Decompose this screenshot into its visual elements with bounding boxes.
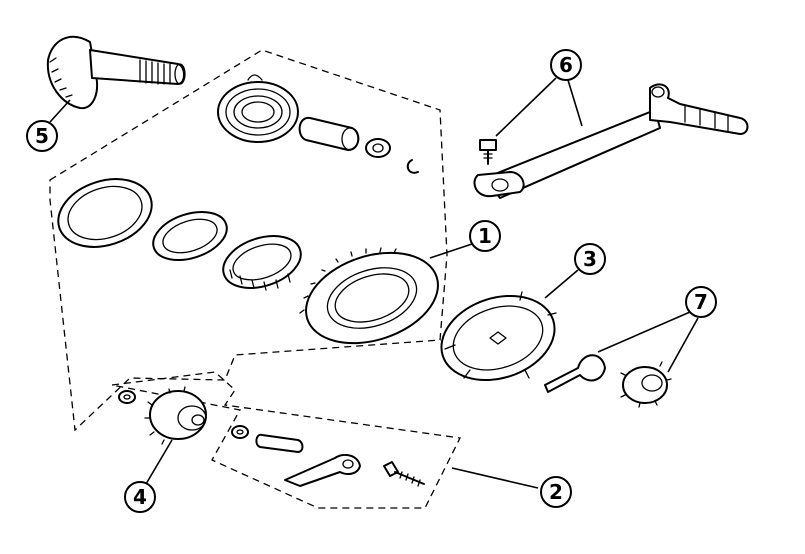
callout-5: 5 bbox=[26, 120, 58, 152]
needle-bearing bbox=[222, 235, 302, 291]
leader-3 bbox=[544, 269, 579, 299]
callout-4-label: 4 bbox=[133, 485, 147, 509]
leader-7b bbox=[667, 317, 699, 373]
spring-clip bbox=[544, 354, 606, 393]
driven-gear bbox=[299, 247, 439, 345]
callout-2: 2 bbox=[540, 476, 572, 508]
ratchet-wheel bbox=[440, 291, 557, 382]
leader-6a bbox=[495, 77, 557, 137]
kick-lever bbox=[473, 83, 749, 199]
coil-spring bbox=[217, 74, 299, 143]
upper-assembly-outline bbox=[49, 49, 448, 432]
callout-3-label: 3 bbox=[583, 247, 597, 271]
leader-7a bbox=[597, 311, 691, 353]
leader-5 bbox=[49, 99, 71, 123]
callout-7: 7 bbox=[685, 286, 717, 318]
callout-3: 3 bbox=[574, 243, 606, 275]
leader-1 bbox=[429, 243, 473, 259]
pin bbox=[255, 433, 304, 453]
leader-4 bbox=[145, 439, 173, 485]
washer bbox=[365, 138, 391, 158]
bearing-sleeve bbox=[152, 211, 228, 261]
callout-6: 6 bbox=[550, 49, 582, 81]
small-washer-a bbox=[118, 390, 136, 404]
leader-2 bbox=[451, 467, 539, 489]
seal-ring bbox=[57, 178, 153, 248]
spacer-collar bbox=[298, 116, 360, 151]
small-gear bbox=[620, 361, 672, 408]
leader-6b bbox=[567, 79, 583, 127]
idle-gear bbox=[144, 386, 207, 445]
callout-5-label: 5 bbox=[35, 124, 49, 148]
lever-bolt bbox=[479, 139, 497, 165]
callout-2-label: 2 bbox=[549, 480, 563, 504]
screw bbox=[383, 461, 425, 487]
circlip bbox=[406, 159, 419, 174]
lower-assembly-outline bbox=[111, 371, 461, 509]
callout-7-label: 7 bbox=[694, 290, 708, 314]
callout-1-label: 1 bbox=[478, 224, 492, 248]
callout-1: 1 bbox=[469, 220, 501, 252]
small-washer-b bbox=[231, 425, 249, 439]
callout-6-label: 6 bbox=[559, 53, 573, 77]
stopper-plate bbox=[284, 453, 361, 487]
kick-starter-shaft bbox=[46, 35, 186, 110]
callout-4: 4 bbox=[124, 481, 156, 513]
